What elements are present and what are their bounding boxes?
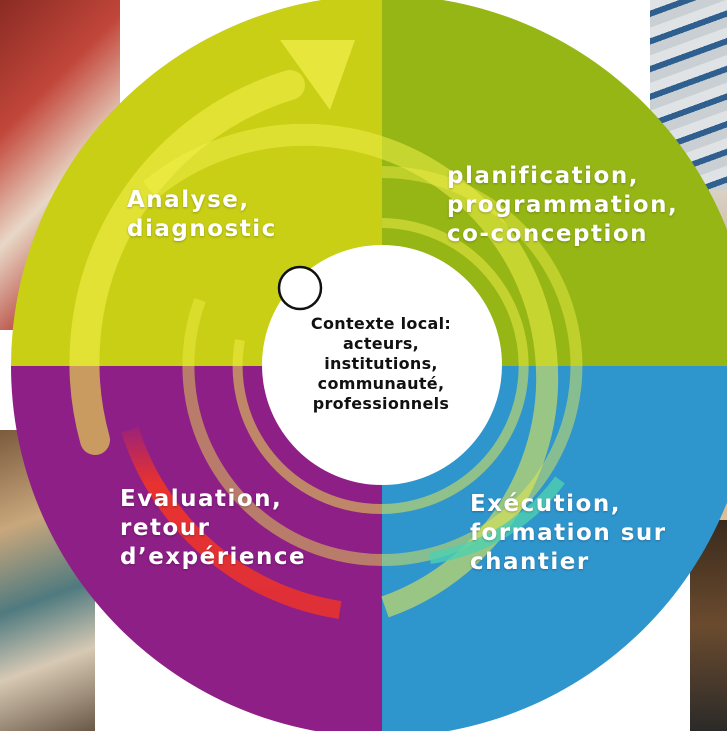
- center-line-4: communauté,: [317, 374, 445, 393]
- label-evaluation: Evaluation, retour d’expérience: [120, 485, 306, 572]
- label-execution: Exécution, formation sur chantier: [470, 490, 667, 577]
- cycle-arrow-head: [280, 40, 355, 110]
- cycle-ring-middle: [182, 166, 583, 566]
- cycle-ring-teal: [429, 476, 565, 564]
- label-planification-line-1: planification,: [447, 163, 639, 189]
- cycle-arrow-shaft: [69, 70, 305, 455]
- marker-circle: [277, 265, 323, 311]
- center-line-5: professionnels: [312, 394, 450, 413]
- center-line-3: institutions,: [324, 354, 438, 373]
- center-circle: [262, 245, 502, 485]
- label-analyse-line-1: Analyse,: [127, 187, 250, 213]
- label-execution-line-3: chantier: [470, 549, 590, 575]
- label-evaluation-line-2: retour: [120, 515, 211, 541]
- cycle-ring-inner: [232, 218, 529, 514]
- label-planification-line-2: programmation,: [447, 192, 679, 218]
- label-execution-line-2: formation sur: [470, 520, 667, 546]
- label-analyse: Analyse, diagnostic: [127, 186, 277, 244]
- label-analyse-line-2: diagnostic: [127, 216, 277, 242]
- center-line-2: acteurs,: [342, 334, 420, 353]
- center-label: Contexte local: acteurs, institutions, c…: [276, 314, 486, 414]
- cycle-ring-red: [121, 427, 342, 619]
- label-planification-line-3: co-conception: [447, 221, 649, 247]
- label-execution-line-1: Exécution,: [470, 491, 621, 517]
- label-planification: planification, programmation, co-concept…: [447, 162, 678, 249]
- center-line-1: Contexte local:: [310, 314, 452, 333]
- label-evaluation-line-1: Evaluation,: [120, 486, 283, 512]
- label-evaluation-line-3: d’expérience: [120, 544, 307, 570]
